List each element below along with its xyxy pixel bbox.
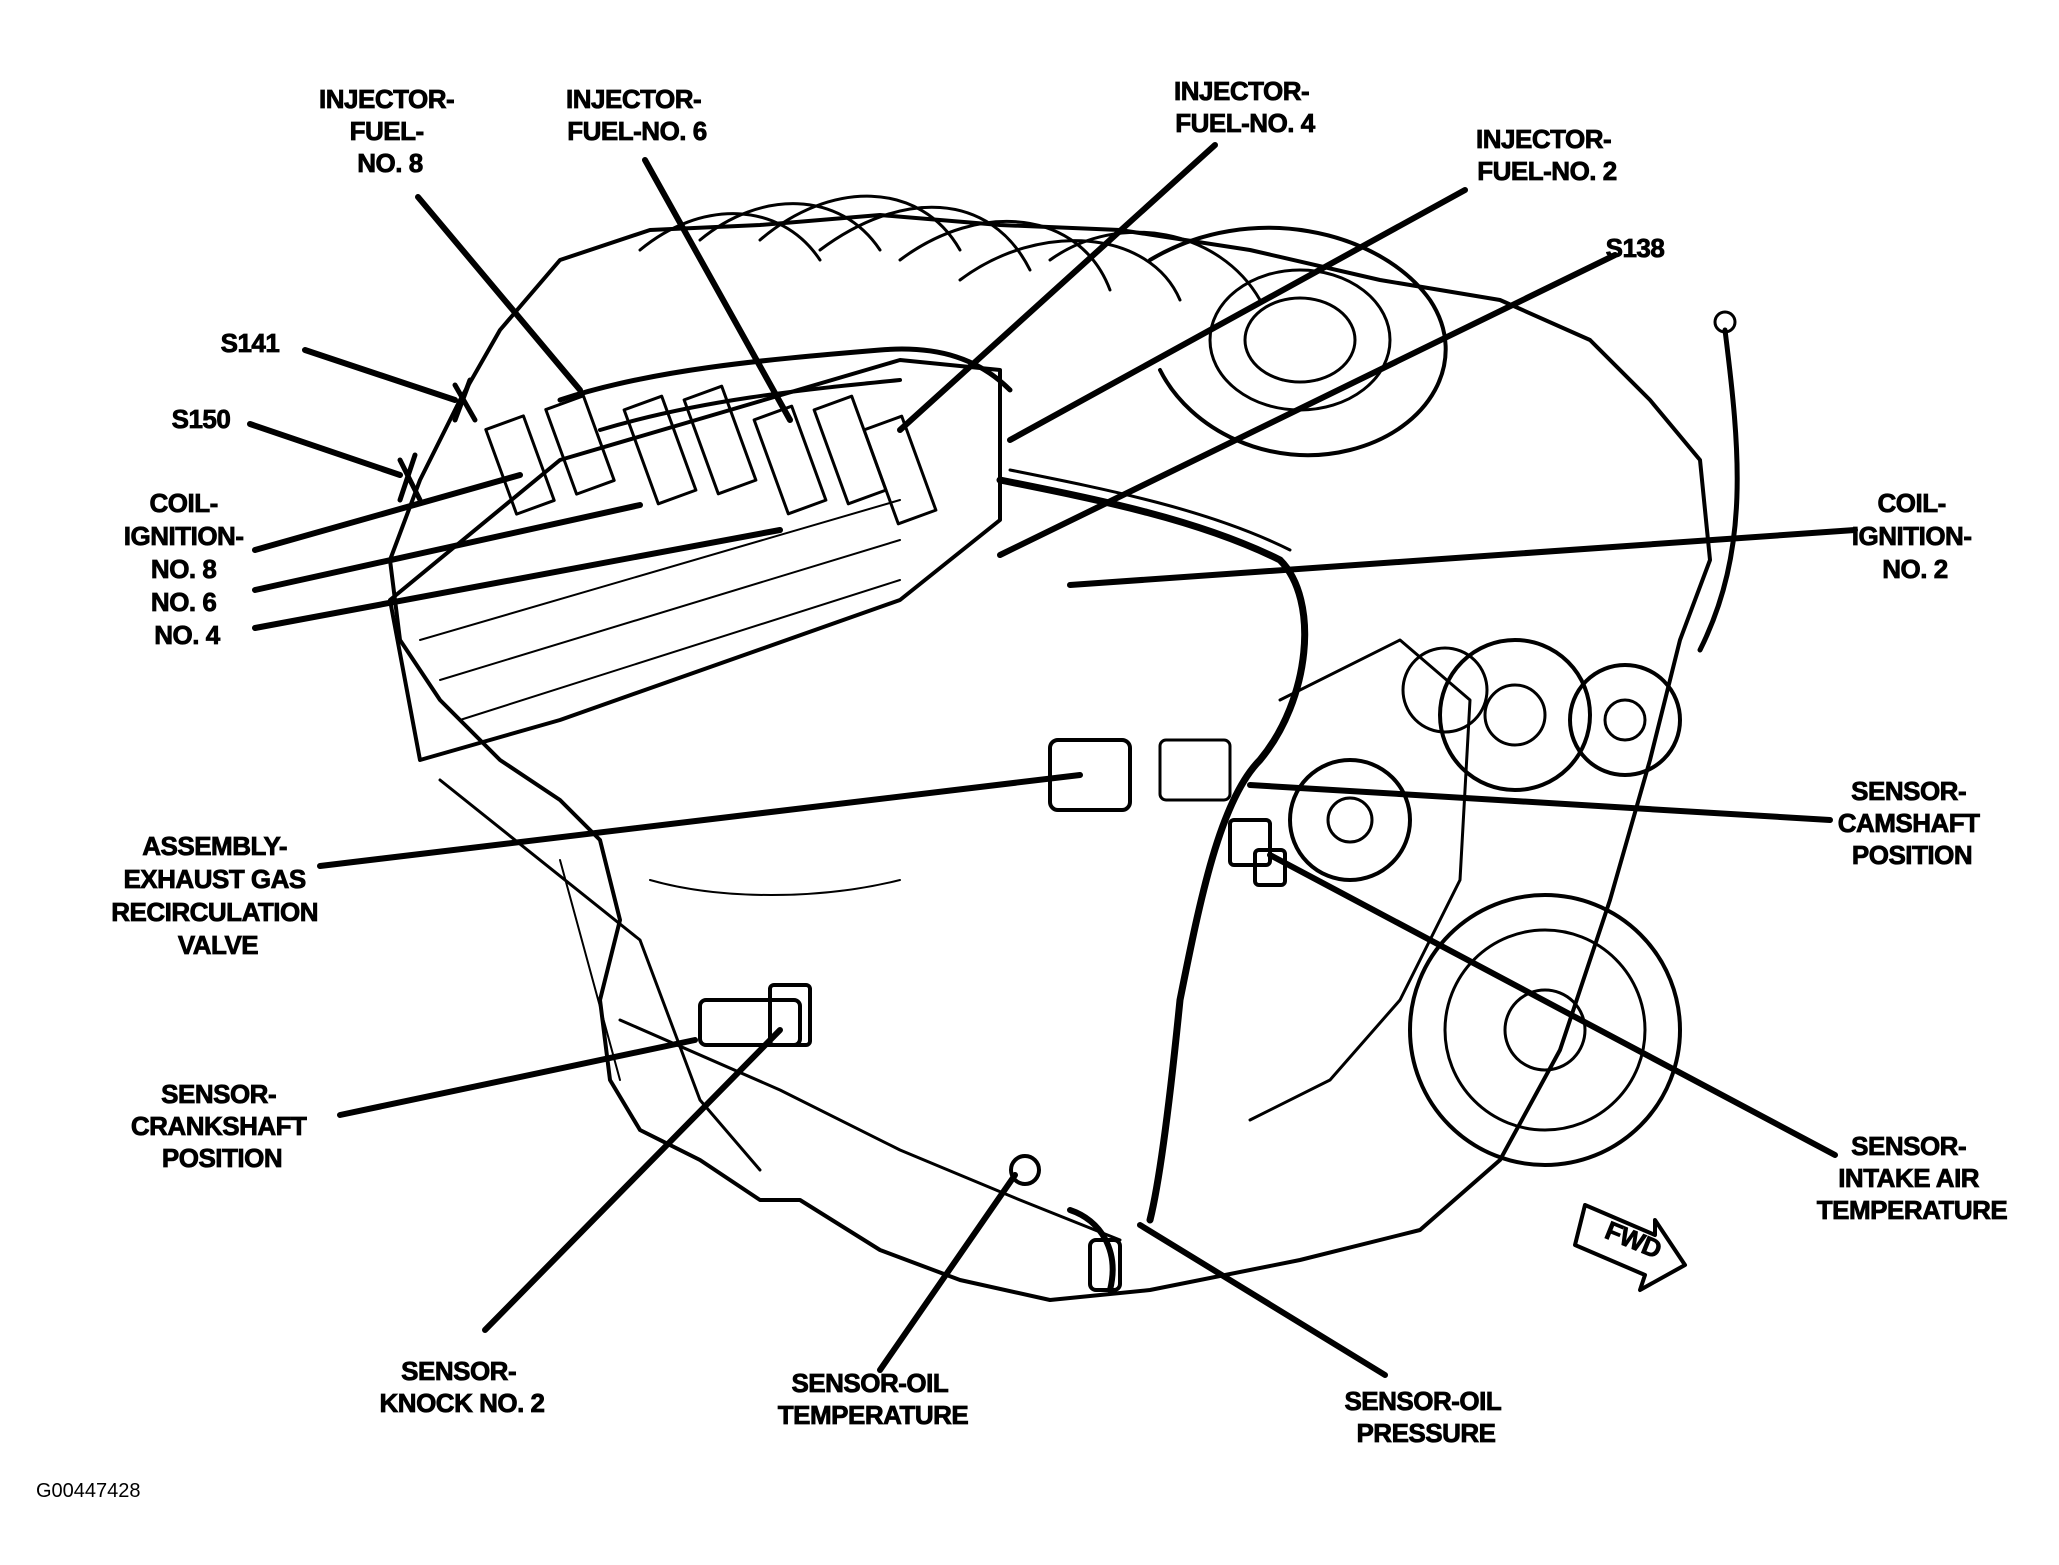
label-oil-temp-line1: SENSOR-OIL	[791, 1368, 948, 1398]
leader-egr	[317, 772, 1083, 869]
label-injector-2-line2: FUEL-NO. 2	[1477, 156, 1616, 186]
label-injector-4-line2: FUEL-NO. 4	[1175, 108, 1315, 138]
leader-s150	[247, 421, 403, 478]
label-intake-air-line2: INTAKE AIR	[1838, 1163, 1980, 1193]
label-coil-left-line2: IGNITION-	[124, 521, 244, 551]
label-oil-pressure-line1: SENSOR-OIL	[1344, 1386, 1501, 1416]
label-coil-left-line3: NO. 8	[151, 554, 216, 584]
label-crankshaft-line3: POSITION	[162, 1143, 282, 1173]
leader-injector-6	[642, 157, 793, 423]
label-coil-right-line3: NO. 2	[1882, 554, 1947, 584]
label-egr: ASSEMBLY- EXHAUST GAS RECIRCULATION VALV…	[111, 831, 325, 960]
leader-oil-pressure	[1137, 1222, 1388, 1378]
label-crankshaft: SENSOR- CRANKSHAFT POSITION	[131, 1079, 313, 1173]
label-camshaft: SENSOR- CAMSHAFT POSITION	[1838, 776, 1987, 870]
label-injector-8-line2: FUEL-	[350, 116, 424, 146]
leader-knock	[482, 1027, 783, 1333]
label-injector-8-line1: INJECTOR-	[319, 84, 454, 114]
label-injector-4-line1: INJECTOR-	[1174, 76, 1309, 106]
leader-lines	[247, 142, 1858, 1378]
label-intake-air-line3: TEMPERATURE	[1817, 1195, 2008, 1225]
leader-intake-air	[1267, 852, 1838, 1158]
leader-s138	[997, 252, 1618, 558]
label-injector-8-line3: NO. 8	[357, 148, 422, 178]
label-coil-left-line1: COIL-	[150, 488, 218, 518]
label-egr-line4: VALVE	[178, 930, 258, 960]
leader-coil-2	[1067, 527, 1858, 588]
label-s141: S141	[221, 328, 280, 358]
label-camshaft-line3: POSITION	[1852, 840, 1972, 870]
label-injector-8: INJECTOR- FUEL- NO. 8	[319, 84, 461, 178]
figure-id: G00447428	[36, 1480, 141, 1502]
label-camshaft-line2: CAMSHAFT	[1838, 808, 1980, 838]
label-intake-air-line1: SENSOR-	[1851, 1131, 1966, 1161]
leader-crankshaft	[337, 1037, 698, 1118]
labels: INJECTOR- FUEL- NO. 8 INJECTOR- FUEL-NO.…	[111, 76, 2008, 1449]
label-oil-temp: SENSOR-OIL TEMPERATURE	[778, 1368, 969, 1430]
leader-injector-4	[897, 142, 1218, 433]
label-injector-4: INJECTOR- FUEL-NO. 4	[1174, 76, 1316, 138]
label-egr-line2: EXHAUST GAS	[123, 864, 305, 894]
leader-injector-2	[1007, 187, 1468, 443]
label-knock-line2: KNOCK NO. 2	[380, 1388, 545, 1418]
label-egr-line3: RECIRCULATION	[111, 897, 318, 927]
label-coil-left-line4: NO. 6	[151, 587, 216, 617]
engine-illustration	[388, 194, 1740, 1302]
leader-injector-8	[415, 194, 583, 393]
label-injector-6-line2: FUEL-NO. 6	[567, 116, 706, 146]
leader-oil-temp	[877, 1172, 1018, 1373]
label-coil-left: COIL- IGNITION- NO. 8 NO. 6 NO. 4	[124, 488, 250, 650]
leader-coil-8	[252, 472, 523, 553]
leader-s141	[302, 347, 458, 403]
label-camshaft-line1: SENSOR-	[1851, 776, 1966, 806]
label-coil-right-line1: COIL-	[1878, 488, 1946, 518]
label-coil-right: COIL- IGNITION- NO. 2	[1852, 488, 1978, 584]
label-oil-pressure: SENSOR-OIL PRESSURE	[1344, 1386, 1507, 1448]
label-knock-line1: SENSOR-	[401, 1356, 516, 1386]
leader-coil-6	[252, 502, 643, 593]
label-s150: S150	[172, 404, 231, 434]
label-oil-pressure-line2: PRESSURE	[1356, 1418, 1495, 1448]
label-injector-6: INJECTOR- FUEL-NO. 6	[566, 84, 708, 146]
splice-marks	[397, 377, 478, 503]
label-intake-air: SENSOR- INTAKE AIR TEMPERATURE	[1817, 1131, 2008, 1225]
label-knock: SENSOR- KNOCK NO. 2	[380, 1356, 545, 1418]
label-injector-2-line1: INJECTOR-	[1476, 124, 1611, 154]
label-injector-2: INJECTOR- FUEL-NO. 2	[1476, 124, 1618, 186]
label-s138: S138	[1606, 233, 1665, 263]
label-coil-right-line2: IGNITION-	[1852, 521, 1972, 551]
label-egr-line1: ASSEMBLY-	[142, 831, 287, 861]
label-oil-temp-line2: TEMPERATURE	[778, 1400, 969, 1430]
leader-camshaft	[1247, 782, 1833, 823]
fwd-arrow-icon: FWD	[1573, 1203, 1687, 1292]
leader-coil-4	[252, 527, 783, 631]
label-crankshaft-line1: SENSOR-	[161, 1079, 276, 1109]
label-coil-left-line5: NO. 4	[154, 620, 220, 650]
label-crankshaft-line2: CRANKSHAFT	[131, 1111, 307, 1141]
label-injector-6-line1: INJECTOR-	[566, 84, 701, 114]
